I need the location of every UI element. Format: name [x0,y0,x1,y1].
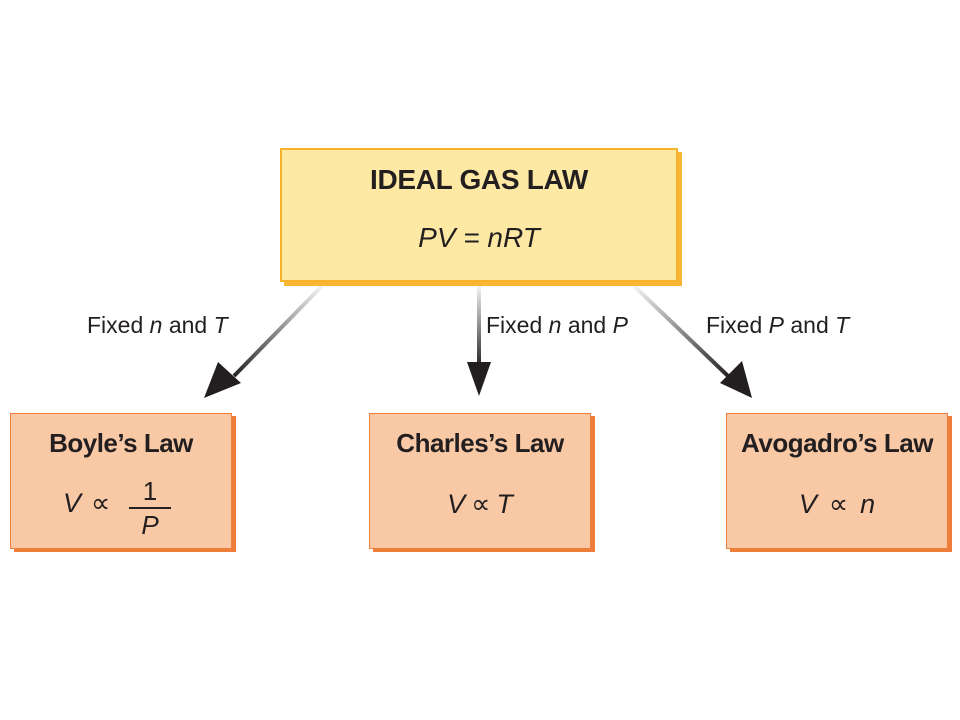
arrow-to-boyle [204,284,324,398]
arrow-to-avogadro [632,284,752,398]
ideal-gas-law-equation: PV = nRT [418,222,540,253]
boyles-law-box: Boyle’s Law V ∝ 1 P [10,413,232,549]
proportional-symbol: ∝ [828,489,849,519]
charles-law-equation: V∝T [447,489,513,519]
avogadros-law-box: Avogadro’s Law V∝n [726,413,948,549]
proportional-symbol: ∝ [471,489,491,519]
proportional-symbol: ∝ [91,488,111,518]
ideal-gas-law-box: IDEAL GAS LAW PV = nRT [280,148,678,282]
boyles-law-equation: V ∝ 1 P [11,476,233,546]
condition-label-charles: Fixed n and P [486,312,628,338]
avogadros-law-title: Avogadro’s Law [741,428,933,458]
ideal-gas-law-title: IDEAL GAS LAW [369,164,589,195]
condition-label-avogadro: Fixed P and T [706,312,850,338]
charles-law-box: Charles’s Law V∝T [369,413,591,549]
fraction-bar [129,507,171,509]
arrow-to-charles [467,286,491,396]
boyles-law-title: Boyle’s Law [49,428,193,458]
fraction: 1 P [129,476,171,540]
charles-law-title: Charles’s Law [396,428,564,458]
avogadros-law-equation: V∝n [798,489,876,519]
condition-label-boyle: Fixed n and T [87,312,228,338]
